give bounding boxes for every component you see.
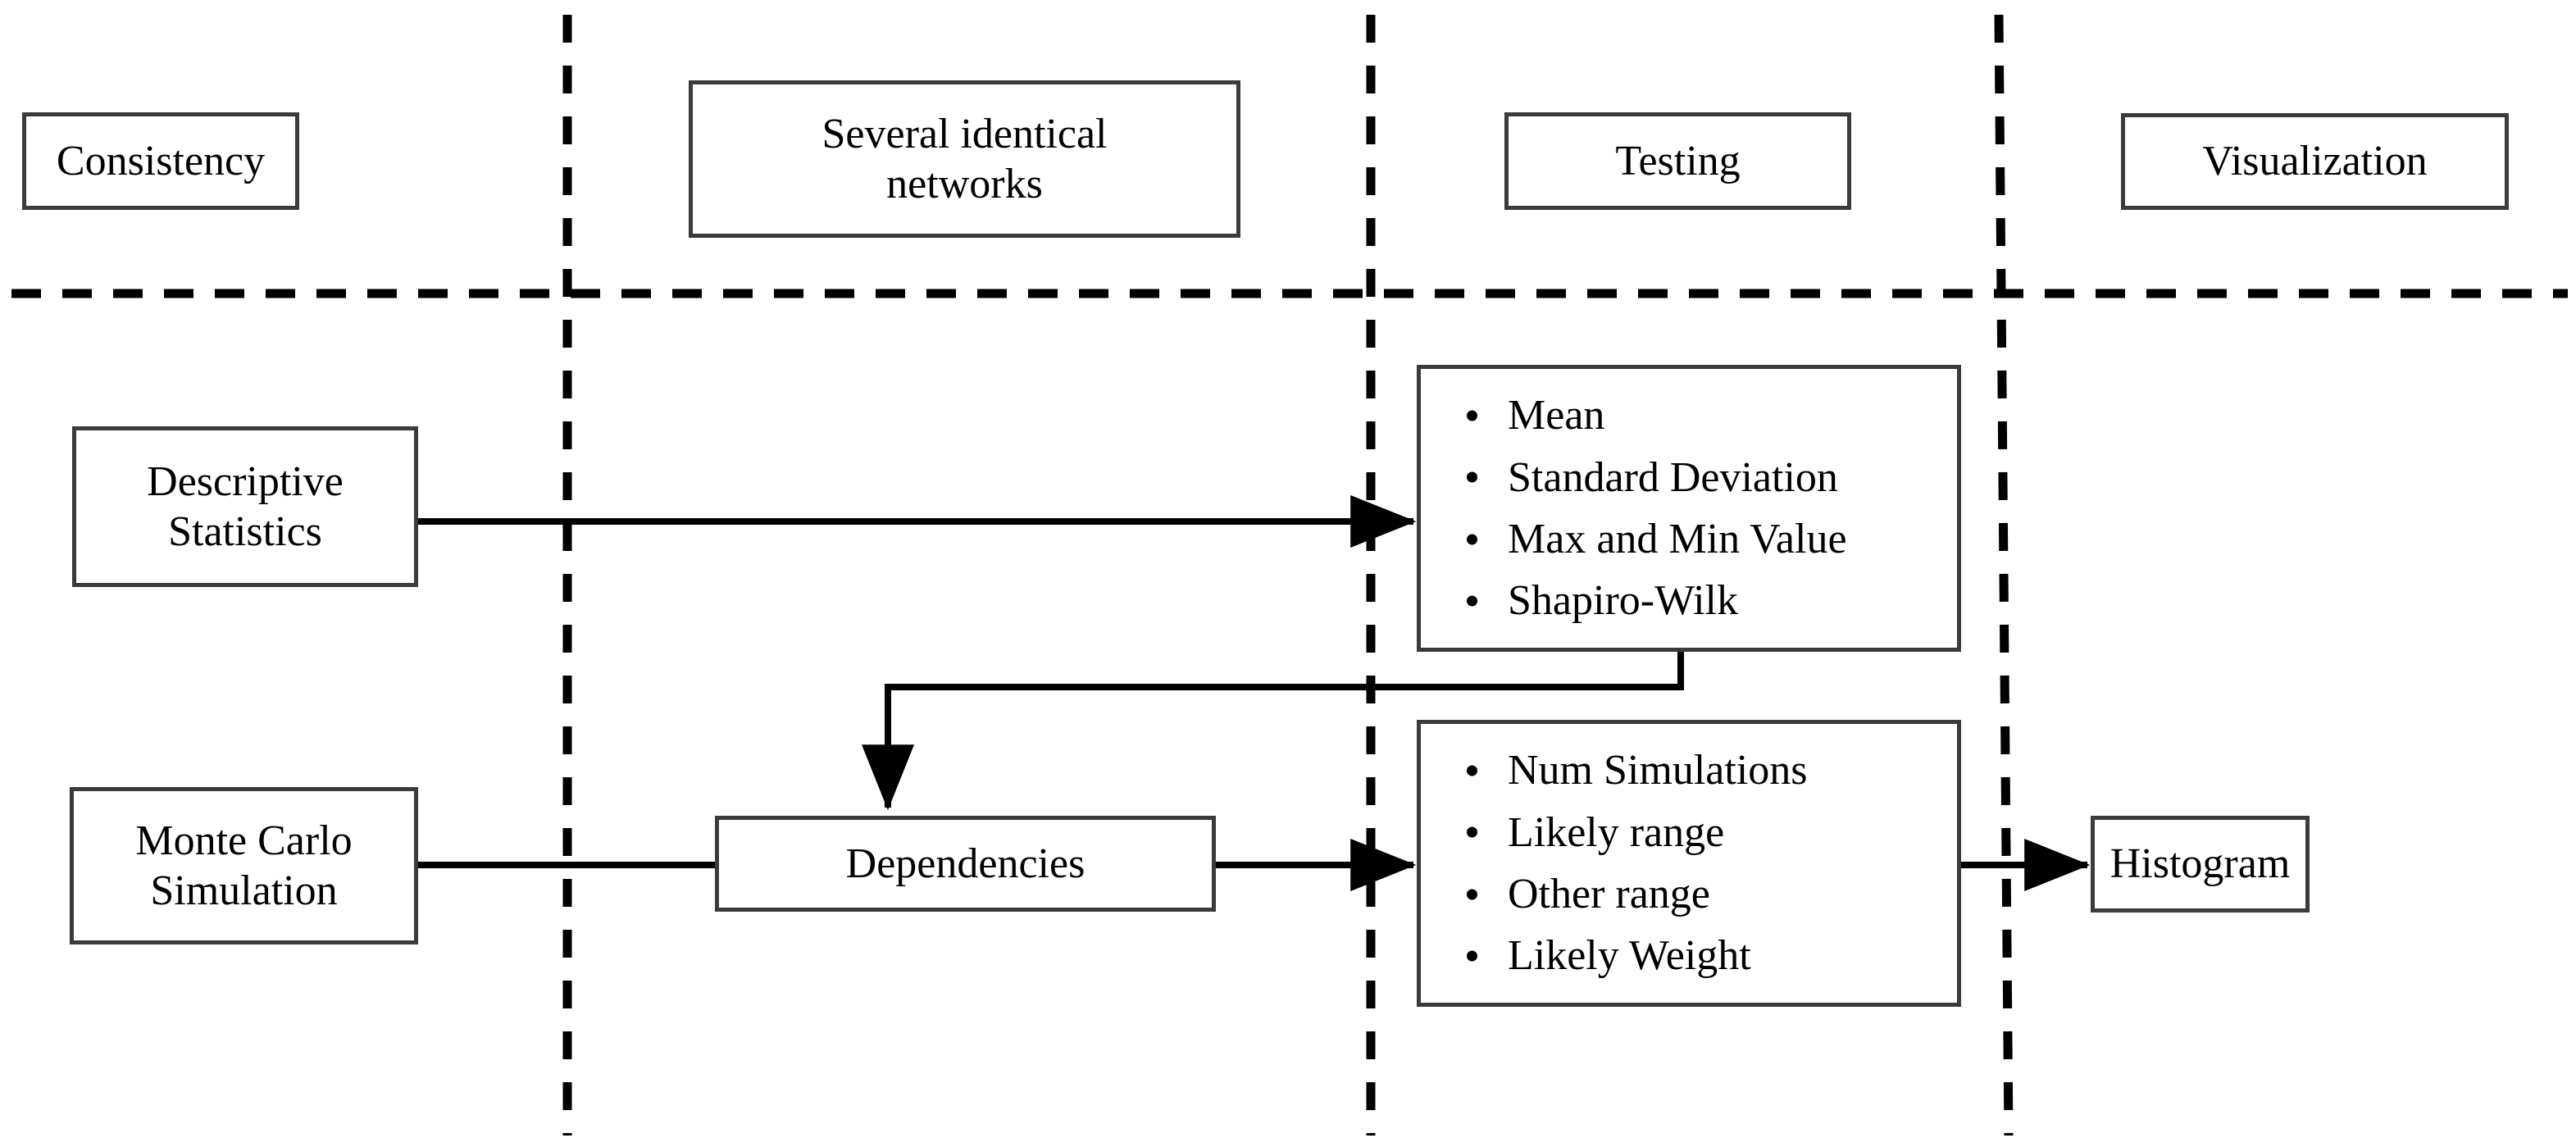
list-item: Standard Deviation <box>1449 447 1847 508</box>
list-item: Shapiro-Wilk <box>1449 570 1847 631</box>
node-descriptive-statistics[interactable]: Descriptive Statistics <box>72 426 418 587</box>
node-monte-carlo-simulation[interactable]: Monte Carlo Simulation <box>70 787 418 944</box>
node-monte-carlo-simulation-label: Monte Carlo Simulation <box>135 817 353 914</box>
descriptive-outputs-list: Mean Standard Deviation Max and Min Valu… <box>1449 385 1847 632</box>
list-item: Mean <box>1449 385 1847 446</box>
node-simulation-parameters[interactable]: Num Simulations Likely range Other range… <box>1417 720 1961 1007</box>
lane-header-visualization[interactable]: Visualization <box>2121 113 2509 210</box>
lane-header-consistency-label: Consistency <box>56 137 266 184</box>
list-item: Num Simulations <box>1449 740 1807 801</box>
lane-header-testing[interactable]: Testing <box>1504 112 1851 210</box>
node-histogram-label: Histogram <box>2109 840 2291 888</box>
node-histogram[interactable]: Histogram <box>2091 816 2310 913</box>
node-dependencies[interactable]: Dependencies <box>715 816 1216 912</box>
list-item: Max and Min Value <box>1449 508 1847 570</box>
simulation-parameters-list: Num Simulations Likely range Other range… <box>1449 740 1807 987</box>
list-item: Likely range <box>1449 802 1807 863</box>
lane-header-consistency[interactable]: Consistency <box>22 112 299 210</box>
lane-header-networks-label: Several identical networks <box>821 110 1108 207</box>
node-descriptive-outputs[interactable]: Mean Standard Deviation Max and Min Valu… <box>1417 365 1961 652</box>
node-descriptive-statistics-label: Descriptive Statistics <box>147 457 344 555</box>
list-item: Likely Weight <box>1449 925 1807 986</box>
lane-header-visualization-label: Visualization <box>2202 138 2428 185</box>
lane-header-networks[interactable]: Several identical networks <box>689 80 1240 238</box>
list-item: Other range <box>1449 863 1807 925</box>
lane-divider-testing-visualization <box>1994 14 2014 1136</box>
node-dependencies-label: Dependencies <box>845 840 1085 887</box>
lane-header-testing-label: Testing <box>1615 137 1741 184</box>
